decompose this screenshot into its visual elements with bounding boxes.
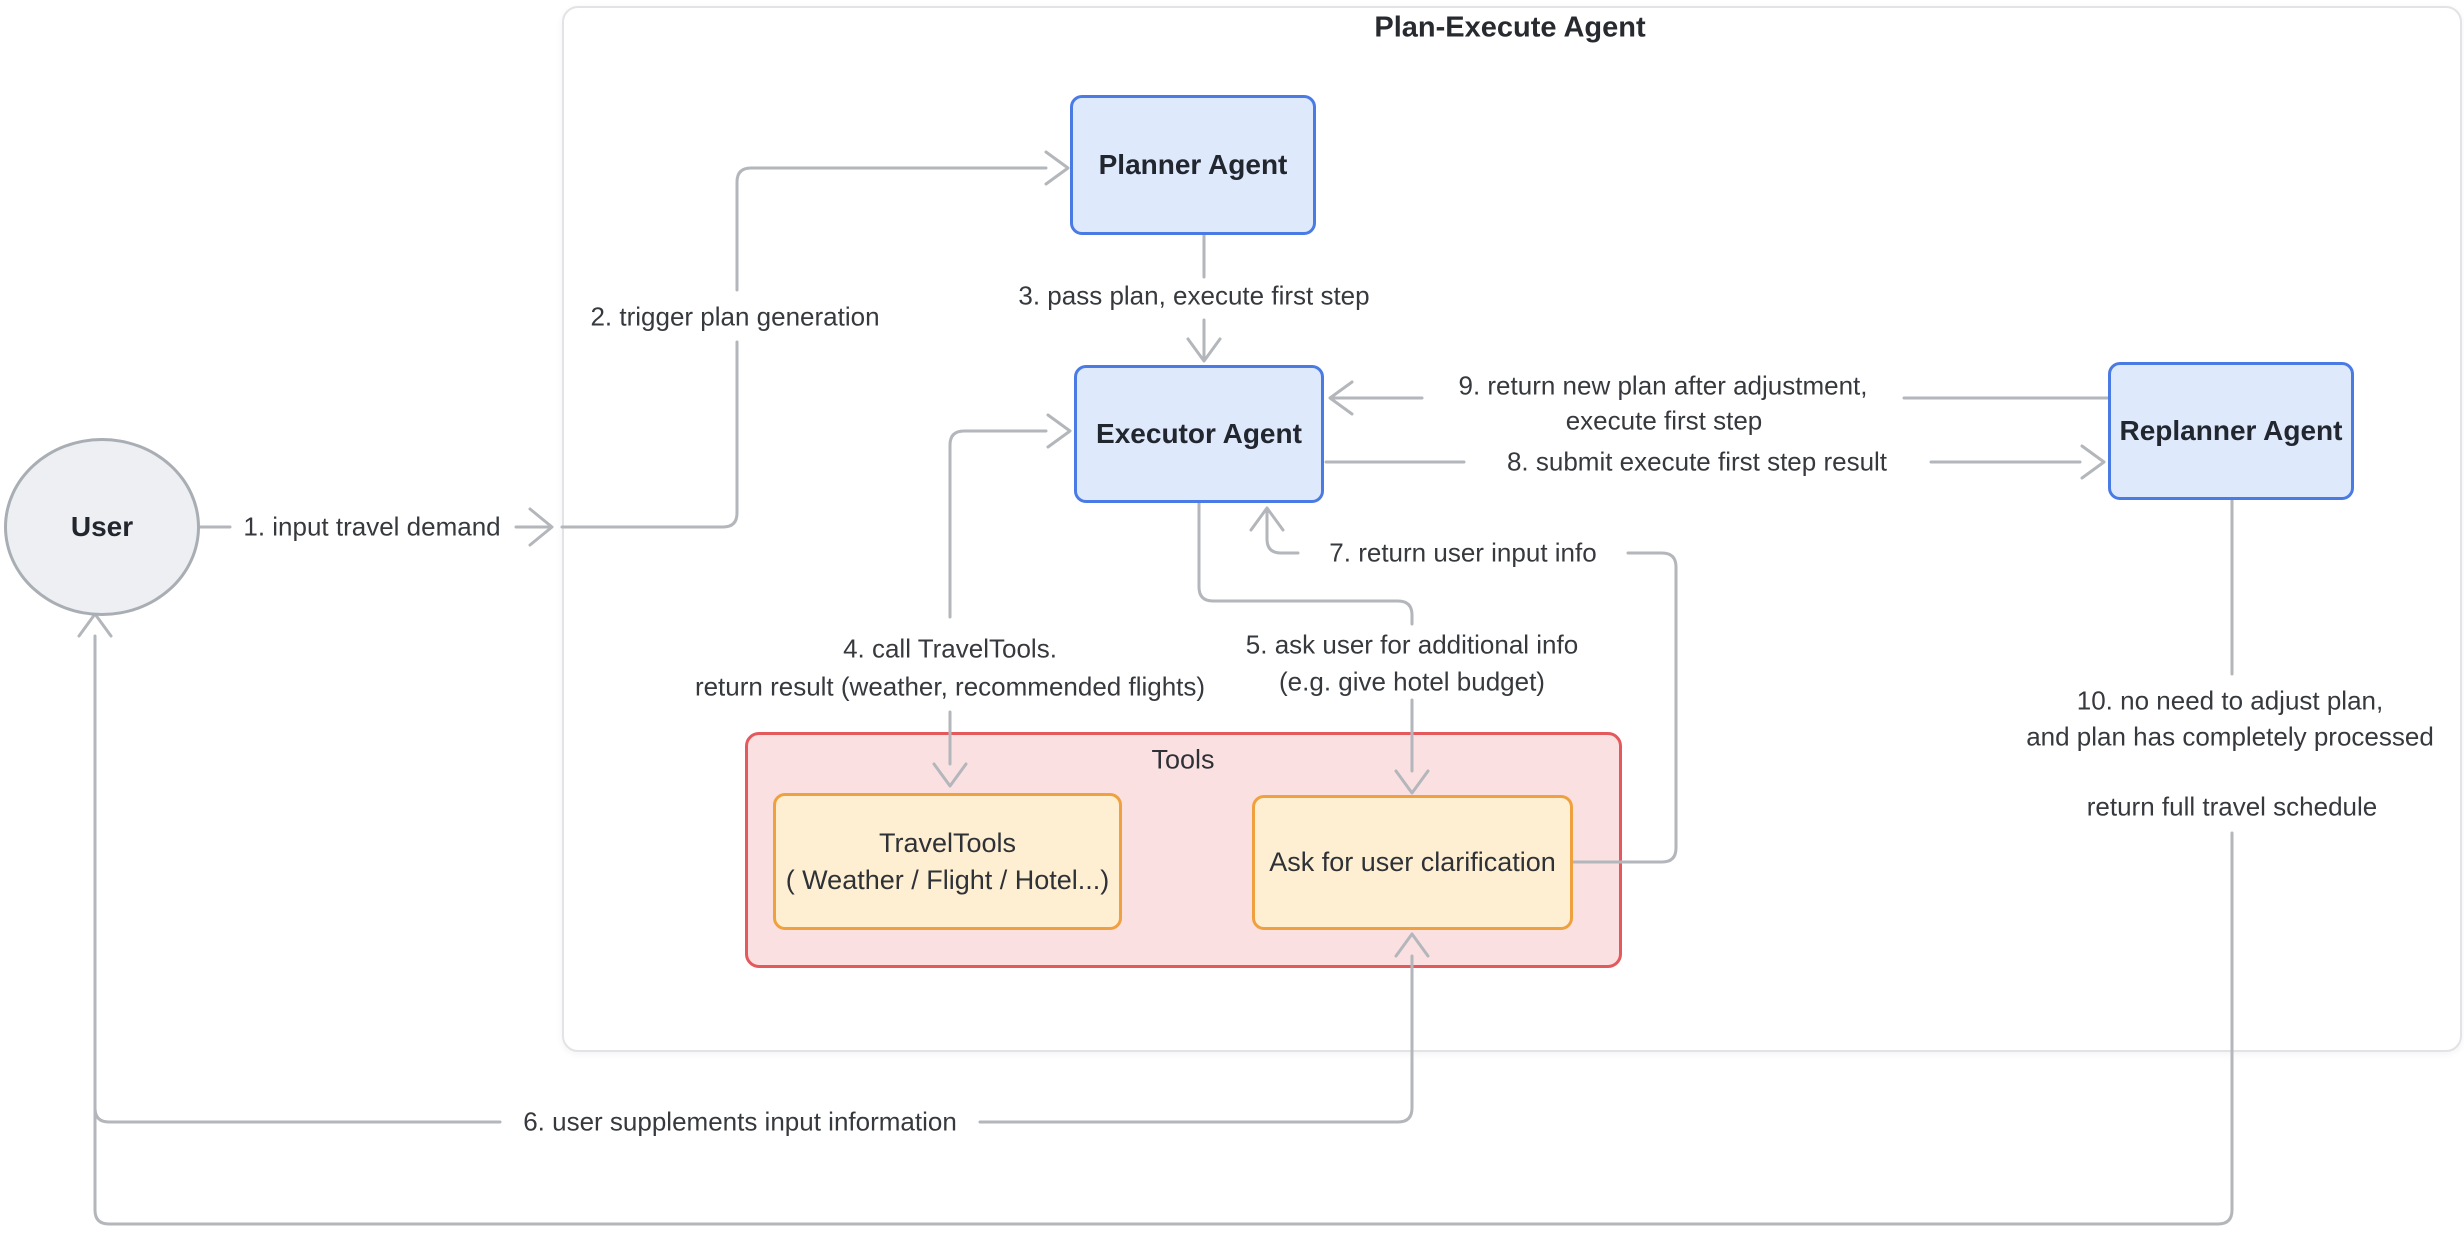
edge-label-5-line2: (e.g. give hotel budget) [1279, 666, 1545, 697]
edge-10-return-schedule [77, 498, 2234, 1226]
node-traveltools-line1: TravelTools [878, 827, 1017, 858]
edge-6-user-supplements [93, 932, 1430, 1124]
tools-group-label: Tools [1151, 744, 1215, 775]
edge-label-5-line1: 5. ask user for additional info [1245, 629, 1579, 660]
edge-5-ask-user [1197, 501, 1430, 795]
node-executor-agent: Executor Agent [1074, 365, 1324, 503]
edge-label-6: 6. user supplements input information [516, 1104, 964, 1140]
edge-label-4-line1: 4. call TravelTools. [843, 633, 1057, 664]
edge-label-9-line1: 9. return new plan after adjustment, [1458, 370, 1868, 401]
edge-7-return-user-input [1249, 506, 1678, 864]
node-traveltools-line2: ( Weather / Flight / Hotel...) [785, 864, 1110, 895]
edge-label-3: 3. pass plan, execute first step [1018, 280, 1370, 311]
node-replanner-label: Replanner Agent [2119, 415, 2343, 446]
edge-label-10-line1: 10. no need to adjust plan, [2076, 685, 2384, 716]
node-traveltools: TravelTools ( Weather / Flight / Hotel..… [773, 793, 1122, 930]
node-executor-label: Executor Agent [1096, 418, 1302, 449]
edge-8-submit-result [1324, 444, 2106, 480]
node-user-label: User [70, 511, 134, 542]
edge-label-10-line2: and plan has completely processed [2026, 721, 2434, 752]
edge-3-pass-plan [1186, 233, 1222, 363]
node-planner-label: Planner Agent [1098, 149, 1288, 180]
edge-label-1: 1. input travel demand [236, 509, 508, 545]
node-ask-user-clarification: Ask for user clarification [1252, 795, 1573, 930]
diagram-title: Plan-Execute Agent [1374, 11, 1646, 44]
edge-1-input-travel-demand [197, 340, 739, 547]
edge-label-4-line2: return result (weather, recommended flig… [694, 671, 1206, 702]
edge-label-8: 8. submit execute first step result [1499, 444, 1895, 480]
edge-label-9-line2: execute first step [1565, 405, 1763, 436]
edge-label-7: 7. return user input info [1322, 535, 1604, 571]
node-ask-label: Ask for user clarification [1269, 847, 1556, 877]
edge-label-2: 2. trigger plan generation [590, 301, 880, 332]
node-replanner-agent: Replanner Agent [2108, 362, 2354, 500]
edge-label-10-line3: return full travel schedule [2086, 791, 2378, 822]
edge-4-call-traveltools [932, 413, 1072, 788]
edge-2-trigger-plan-generation [735, 150, 1070, 292]
node-user: User [4, 438, 200, 616]
edge-9-return-new-plan [1328, 380, 2110, 416]
node-planner-agent: Planner Agent [1070, 95, 1316, 235]
